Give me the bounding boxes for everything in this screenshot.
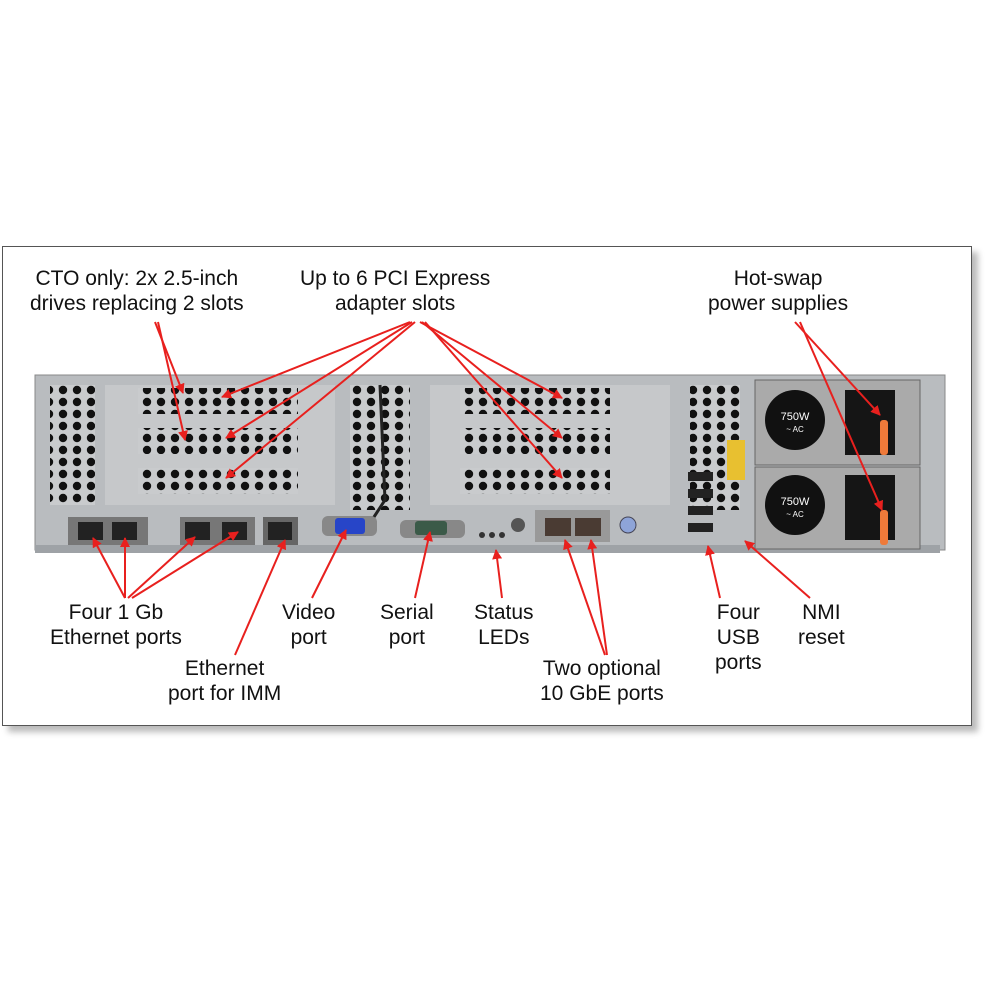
callout-arrow-pci — [419, 321, 563, 399]
label-line: 10 GbE ports — [540, 682, 664, 705]
callout-arrow-serial — [414, 531, 433, 599]
callout-arrow-imm — [234, 539, 286, 656]
label-line: ports — [715, 651, 762, 674]
callout-arrow-nmi — [744, 540, 811, 599]
video-port — [322, 516, 377, 536]
label-line: CTO only: 2x 2.5-inch — [35, 267, 239, 290]
callout-arrow-psu — [794, 321, 881, 416]
callout-arrow-tengbe — [587, 539, 608, 656]
callout-arrow-pci — [421, 321, 563, 439]
label-line: Ethernet — [184, 657, 265, 680]
imm-ethernet-port — [263, 517, 298, 545]
vent-left — [50, 385, 95, 505]
label-line: USB — [716, 626, 760, 649]
callout-arrow-pci — [424, 321, 563, 479]
warning-label — [727, 440, 745, 480]
status-leds — [479, 518, 525, 538]
psu-ac-top: ~ AC — [786, 425, 804, 434]
label-line: drives replacing 2 slots — [30, 292, 244, 315]
usb-ports — [688, 472, 713, 532]
callout-arrow-pci — [225, 321, 413, 439]
label-line: Ethernet ports — [50, 626, 182, 649]
label-line: Up to 6 PCI Express — [300, 267, 491, 290]
serial-port — [400, 520, 465, 538]
label-line: port — [388, 626, 425, 649]
label-line: port — [290, 626, 327, 649]
label-line: Four 1 Gb — [68, 601, 164, 624]
psu-ac-bottom: ~ AC — [786, 510, 804, 519]
cable — [370, 384, 387, 521]
psu-rating-top: 750W — [781, 411, 810, 423]
pci-slots-right — [460, 388, 610, 494]
callout-arrow-cto — [157, 321, 188, 441]
label-line: reset — [798, 626, 845, 649]
callout-arrow-psu — [799, 321, 883, 511]
label-line: Video — [282, 601, 336, 624]
label-line: NMI — [802, 601, 841, 624]
label-line: power supplies — [708, 292, 849, 315]
label-line: LEDs — [478, 626, 530, 649]
callout-arrow-video — [311, 529, 347, 599]
power-supply-top — [754, 379, 921, 466]
label-line: Serial — [380, 601, 434, 624]
callout-arrow-pci — [221, 321, 411, 399]
callout-arrow-eth — [92, 537, 126, 599]
callout-arrow-tengbe — [563, 539, 606, 656]
label-line: Two optional — [542, 657, 661, 680]
label-line: port for IMM — [168, 682, 282, 705]
callout-arrow-eth — [127, 536, 196, 599]
ethernet-ports-1gb — [68, 517, 255, 545]
label-line: Hot-swap — [733, 267, 823, 290]
label-line: Status — [474, 601, 534, 624]
pci-slots-left — [138, 388, 298, 494]
callout-arrow-cto — [154, 321, 185, 394]
callout-arrow-usb — [705, 545, 721, 599]
callout-arrow-status — [492, 549, 503, 599]
10gbe-ports — [535, 510, 637, 542]
callout-arrow-eth — [131, 531, 239, 599]
psu-rating-bottom: 750W — [781, 496, 810, 508]
power-supply-bottom — [754, 466, 921, 550]
label-line: adapter slots — [335, 292, 456, 315]
label-line: Four — [716, 601, 760, 624]
callout-arrow-pci — [225, 321, 416, 479]
callout-arrows — [92, 321, 883, 656]
